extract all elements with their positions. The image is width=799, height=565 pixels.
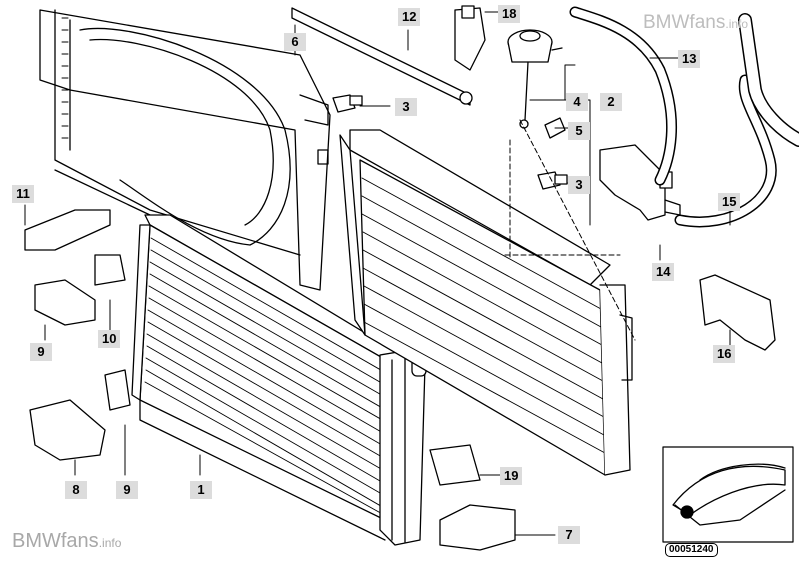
callout-2: 2 <box>600 93 622 111</box>
callout-10: 10 <box>98 330 121 348</box>
watermark-top: BMWfans.info <box>643 12 749 33</box>
callout-19: 19 <box>500 467 523 485</box>
air-ducts <box>429 444 516 551</box>
callout-7: 7 <box>558 526 580 544</box>
callout-13: 12 <box>398 8 421 26</box>
callout-3a: 3 <box>395 98 417 116</box>
vacuum-unit <box>507 29 563 129</box>
callout-3b: 3 <box>568 176 590 194</box>
bracket <box>699 274 776 351</box>
callout-1: 1 <box>190 481 212 499</box>
callout-8: 8 <box>65 481 87 499</box>
watermark-bottom: BMWfans.info <box>12 530 122 552</box>
condenser <box>339 129 633 476</box>
callout-5: 5 <box>568 122 590 140</box>
inset-car-thumbnail <box>662 446 794 543</box>
callout-18: 18 <box>498 5 521 23</box>
callout-12: 11 <box>12 185 34 203</box>
connector-plug <box>454 5 486 71</box>
radiator <box>131 214 427 546</box>
inset-diagram-code: 00051240 <box>665 543 718 557</box>
callout-14: 13 <box>678 50 701 68</box>
hoses <box>569 6 799 228</box>
callout-9: 9 <box>116 481 138 499</box>
mounts <box>24 209 131 461</box>
callout-15: 14 <box>652 263 675 281</box>
callout-4: 4 <box>566 93 588 111</box>
callout-17: 16 <box>713 345 736 363</box>
callout-6: 6 <box>284 33 306 51</box>
seal-strip <box>291 7 473 106</box>
callout-16: 15 <box>718 193 741 211</box>
fan-shroud <box>39 9 331 291</box>
callout-11: 9 <box>30 343 52 361</box>
expansion-rivets <box>332 94 568 190</box>
